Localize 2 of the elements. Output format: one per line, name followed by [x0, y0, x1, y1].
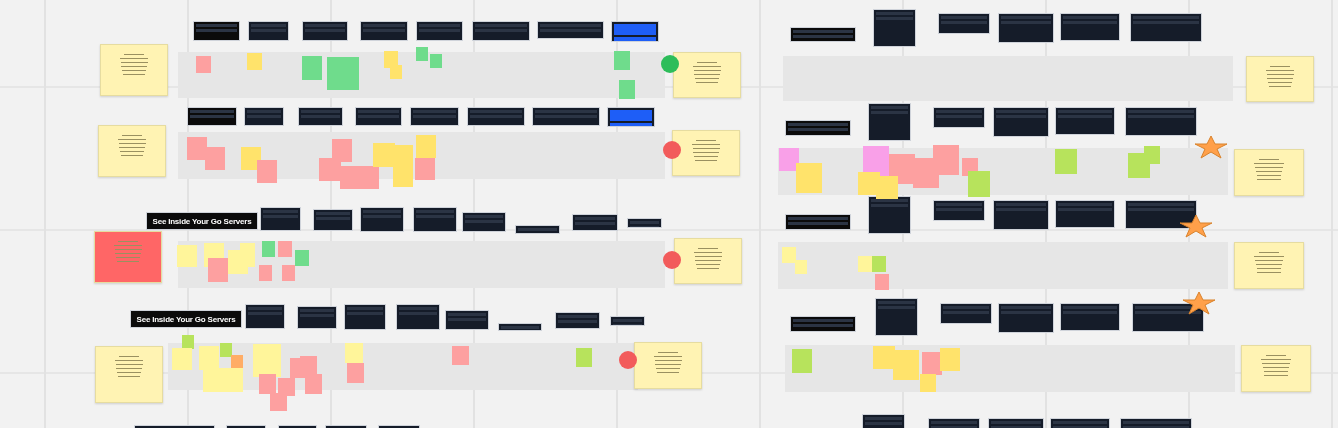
webpage-screenshot: See Inside Your Go Servers: [130, 310, 242, 328]
webpage-screenshot: See Inside Your Go Servers: [146, 212, 258, 230]
